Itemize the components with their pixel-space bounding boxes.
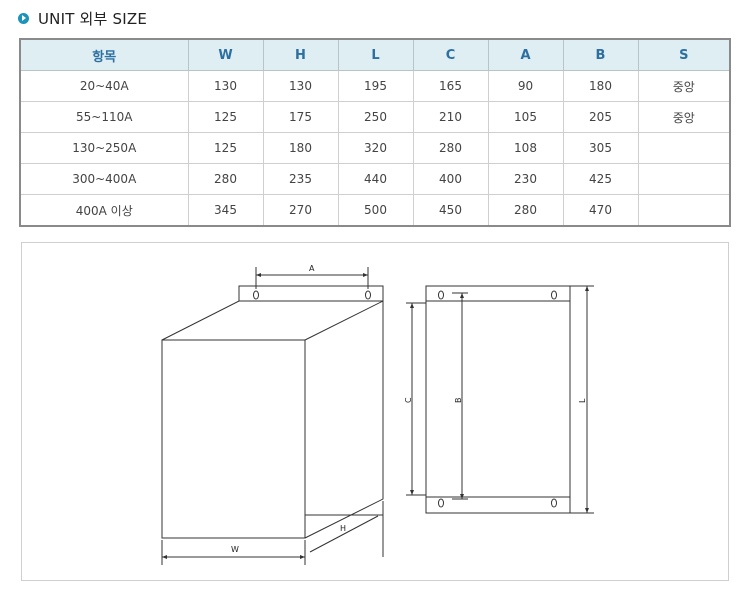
table-cell bbox=[637, 194, 731, 227]
box-bracket bbox=[238, 285, 384, 302]
table-cell: 180 bbox=[562, 70, 639, 102]
table-cell: 20~40A bbox=[19, 70, 189, 102]
box-top-face bbox=[161, 300, 384, 341]
dim-line-h bbox=[309, 515, 379, 553]
table-cell: 90 bbox=[487, 70, 564, 102]
header-s: S bbox=[637, 38, 731, 71]
elevation-hole-top-left bbox=[438, 290, 444, 300]
header-c: C bbox=[412, 38, 489, 71]
table-cell: 125 bbox=[187, 132, 264, 164]
table-cell: 250 bbox=[337, 101, 414, 133]
table-cell: 305 bbox=[562, 132, 639, 164]
table-cell: 130 bbox=[187, 70, 264, 102]
table-cell: 320 bbox=[337, 132, 414, 164]
table-cell: 195 bbox=[337, 70, 414, 102]
header-w: W bbox=[187, 38, 264, 71]
header-l: L bbox=[337, 38, 414, 71]
table-cell: 125 bbox=[187, 101, 264, 133]
table-cell: 450 bbox=[412, 194, 489, 227]
table-cell: 중앙 bbox=[637, 101, 731, 133]
table-cell: 300~400A bbox=[19, 163, 189, 195]
elevation-body bbox=[425, 285, 571, 514]
box-side-face bbox=[304, 301, 384, 539]
header-a: A bbox=[487, 38, 564, 71]
elevation-hole-bottom-left bbox=[438, 498, 444, 508]
table-cell: 500 bbox=[337, 194, 414, 227]
dimension-drawing: A W H C B L bbox=[21, 242, 729, 581]
table-cell bbox=[637, 132, 731, 164]
bracket-hole-right bbox=[365, 290, 371, 300]
table-cell: 280 bbox=[187, 163, 264, 195]
table-cell: 280 bbox=[412, 132, 489, 164]
bullet-arrow-icon bbox=[18, 12, 29, 24]
table-cell: 180 bbox=[262, 132, 339, 164]
table-cell: 130 bbox=[262, 70, 339, 102]
dim-label-w: W bbox=[231, 545, 239, 554]
table-cell: 345 bbox=[187, 194, 264, 227]
header-item: 항목 bbox=[19, 38, 189, 71]
table-cell: 중앙 bbox=[637, 70, 731, 102]
box-front-face bbox=[161, 339, 306, 539]
elevation-hole-bottom-right bbox=[551, 498, 557, 508]
table-cell: 425 bbox=[562, 163, 639, 195]
table-cell: 205 bbox=[562, 101, 639, 133]
table-cell: 130~250A bbox=[19, 132, 189, 164]
dim-label-a: A bbox=[309, 264, 315, 273]
table-cell bbox=[637, 163, 731, 195]
table-cell: 105 bbox=[487, 101, 564, 133]
table-cell: 270 bbox=[262, 194, 339, 227]
header-b: B bbox=[562, 38, 639, 71]
table-cell: 400A 이상 bbox=[19, 194, 189, 227]
table-cell: 175 bbox=[262, 101, 339, 133]
table-cell: 165 bbox=[412, 70, 489, 102]
table-cell: 440 bbox=[337, 163, 414, 195]
table-cell: 280 bbox=[487, 194, 564, 227]
table-cell: 108 bbox=[487, 132, 564, 164]
table-cell: 55~110A bbox=[19, 101, 189, 133]
table-cell: 230 bbox=[487, 163, 564, 195]
elevation-hole-top-right bbox=[551, 290, 557, 300]
table-cell: 470 bbox=[562, 194, 639, 227]
table-cell: 400 bbox=[412, 163, 489, 195]
dimension-drawing-svg: A W H C B L bbox=[161, 264, 594, 565]
dim-label-c: C bbox=[404, 397, 413, 403]
section-title: UNIT 외부 SIZE bbox=[18, 8, 147, 28]
section-title-text: UNIT 외부 SIZE bbox=[38, 9, 148, 28]
dim-label-h: H bbox=[340, 524, 346, 533]
dim-label-b: B bbox=[454, 398, 463, 404]
dim-label-l: L bbox=[578, 398, 587, 403]
header-h: H bbox=[262, 38, 339, 71]
table-cell: 235 bbox=[262, 163, 339, 195]
table-cell: 210 bbox=[412, 101, 489, 133]
table-header-row: 항목 W H L C A B S bbox=[19, 38, 731, 71]
bracket-hole-left bbox=[253, 290, 259, 300]
